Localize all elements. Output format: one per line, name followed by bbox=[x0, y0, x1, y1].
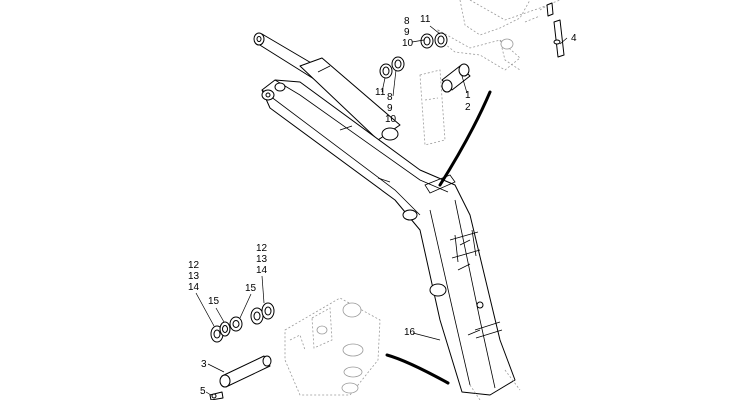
callout-c10a: 10 bbox=[402, 38, 414, 49]
section-arrows bbox=[385, 90, 492, 385]
pin-group-lower-left bbox=[209, 302, 275, 400]
callout-c12b: 12 bbox=[256, 243, 268, 254]
callout-c9b: 9 bbox=[387, 103, 393, 114]
boom-cylinder-ghost bbox=[419, 69, 446, 146]
washer-set-upper bbox=[420, 32, 448, 49]
callout-c12a: 12 bbox=[188, 260, 200, 271]
callout-c10b: 10 bbox=[385, 114, 397, 125]
callout-c4: 4 bbox=[571, 33, 577, 44]
callout-c13a: 13 bbox=[188, 271, 200, 282]
washer-set-lower bbox=[379, 56, 405, 79]
callout-c16: 16 bbox=[404, 327, 416, 338]
callout-c5: 5 bbox=[200, 386, 206, 397]
callout-c14a: 14 bbox=[188, 282, 200, 293]
callout-c15b: 15 bbox=[245, 283, 257, 294]
boom-brackets bbox=[424, 174, 503, 339]
callout-c15a: 15 bbox=[208, 296, 220, 307]
boom-body bbox=[261, 79, 521, 400]
callout-c11b: 11 bbox=[375, 87, 386, 98]
callout-c2: 2 bbox=[465, 102, 471, 113]
upper-frame-ghost bbox=[437, 0, 561, 71]
callout-c8b: 8 bbox=[387, 92, 393, 103]
callout-c8a: 8 bbox=[404, 16, 410, 27]
bucket-link-ghost bbox=[284, 297, 381, 396]
leader-lines bbox=[195, 25, 568, 396]
callout-c13b: 13 bbox=[256, 254, 268, 265]
callout-c3: 3 bbox=[201, 359, 207, 370]
callout-c9a: 9 bbox=[404, 27, 410, 38]
callout-c1: 1 bbox=[465, 90, 471, 101]
pin-group-upper-right bbox=[441, 2, 565, 93]
callout-c11a: 11 bbox=[420, 14, 431, 25]
arm-cylinder bbox=[253, 32, 401, 141]
callout-c14b: 14 bbox=[256, 265, 268, 276]
